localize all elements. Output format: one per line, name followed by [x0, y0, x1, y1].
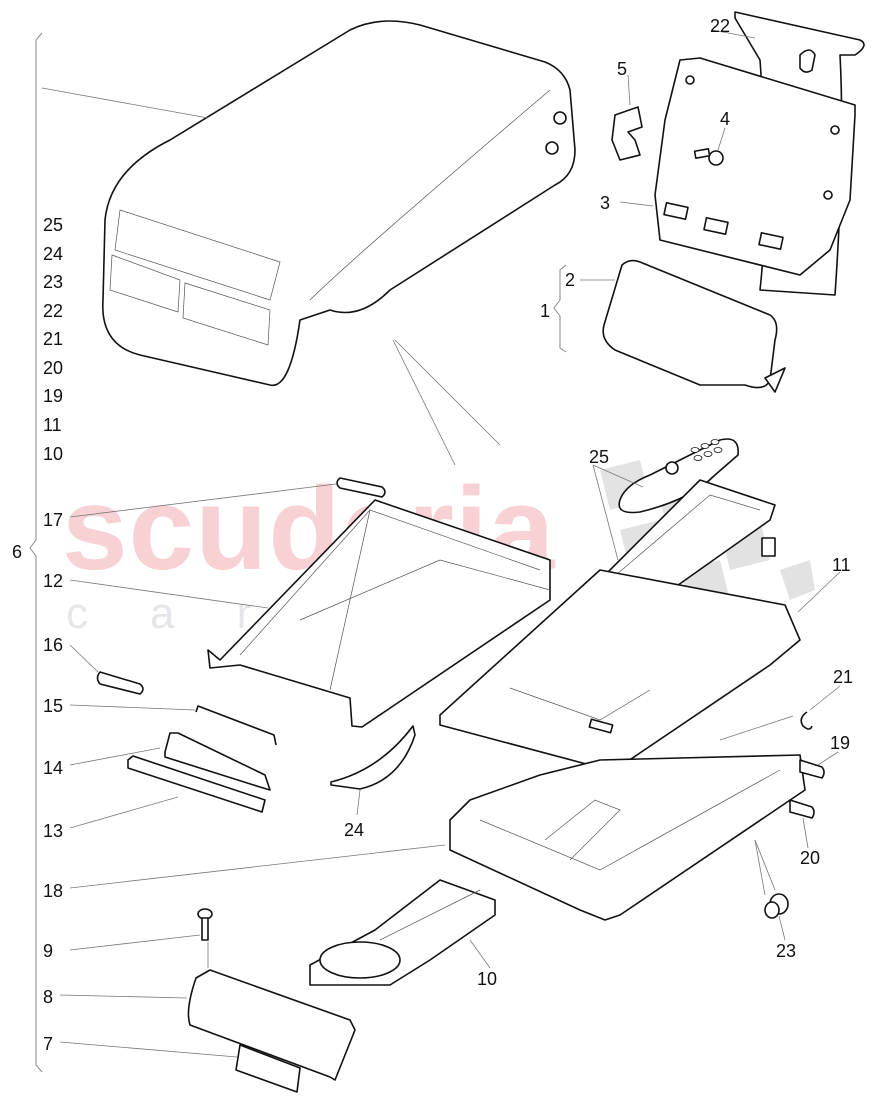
- clip-part-5: [611, 106, 643, 161]
- callout-11-left[interactable]: 11: [43, 415, 62, 435]
- cushion-pad-part-2: [602, 259, 778, 389]
- callout-16[interactable]: 16: [43, 635, 64, 655]
- trim-strip-part-13: [127, 755, 266, 813]
- circlip-part-21: [800, 711, 813, 730]
- callout-4[interactable]: 4: [720, 109, 731, 129]
- center-tray-part-11: [439, 569, 801, 781]
- callout-22-left[interactable]: 22: [43, 301, 64, 321]
- callout-15[interactable]: 15: [43, 696, 64, 716]
- callout-13[interactable]: 13: [43, 821, 64, 841]
- callout-21[interactable]: 21: [833, 667, 854, 687]
- callout-24[interactable]: 24: [344, 820, 365, 840]
- callout-2[interactable]: 2: [565, 270, 576, 290]
- pin-part-16: [96, 671, 144, 695]
- bolt-part-9: [197, 908, 213, 941]
- plug-part-23: [764, 893, 789, 919]
- callout-6[interactable]: 6: [12, 542, 23, 562]
- shaft-part-20: [789, 799, 815, 819]
- shaft-part-19: [799, 759, 825, 779]
- wire-part-15: [195, 705, 277, 746]
- tube-part-17: [336, 477, 386, 498]
- callout-23-left[interactable]: 23: [43, 272, 64, 292]
- callout-23[interactable]: 23: [776, 941, 797, 961]
- group-bracket-1: [553, 264, 567, 353]
- callout-8[interactable]: 8: [43, 987, 54, 1007]
- callout-19[interactable]: 19: [830, 733, 851, 753]
- armrest-lid-part: [102, 20, 576, 387]
- trim-part-7: [235, 1044, 301, 1093]
- callout-11[interactable]: 11: [832, 555, 851, 575]
- curved-trim-part-24: [330, 725, 416, 790]
- callout-22[interactable]: 22: [710, 16, 731, 36]
- callout-19-left[interactable]: 19: [43, 386, 64, 406]
- callout-7[interactable]: 7: [43, 1034, 54, 1054]
- callout-24-left[interactable]: 24: [43, 244, 64, 264]
- inner-tray-part-12: [207, 499, 551, 728]
- callout-12[interactable]: 12: [43, 571, 64, 591]
- cushion-tab: [764, 367, 786, 393]
- callout-18[interactable]: 18: [43, 881, 64, 901]
- callout-5[interactable]: 5: [617, 59, 628, 79]
- cupholder-part-10: [309, 879, 496, 986]
- callout-9[interactable]: 9: [43, 941, 54, 961]
- callout-10-left[interactable]: 10: [43, 444, 64, 464]
- screw-part-4: [693, 148, 724, 166]
- callout-21-left[interactable]: 21: [43, 329, 64, 349]
- mounting-frame-part-3: [654, 57, 856, 276]
- base-tray-part-18: [449, 754, 806, 921]
- callout-3[interactable]: 3: [600, 193, 611, 213]
- callout-10[interactable]: 10: [477, 969, 498, 989]
- cupholder-cover-part-8: [187, 969, 356, 1081]
- callout-1[interactable]: 1: [540, 301, 551, 321]
- callout-14[interactable]: 14: [43, 758, 64, 778]
- hinge-part-14: [164, 732, 271, 791]
- callout-25-left[interactable]: 25: [43, 215, 64, 235]
- callout-17[interactable]: 17: [43, 510, 64, 530]
- group-bracket-6: [29, 32, 43, 1073]
- callout-25[interactable]: 25: [589, 447, 610, 467]
- callout-20-left[interactable]: 20: [43, 358, 64, 378]
- callout-20[interactable]: 20: [800, 848, 821, 868]
- remote-control-part-25: [618, 438, 739, 514]
